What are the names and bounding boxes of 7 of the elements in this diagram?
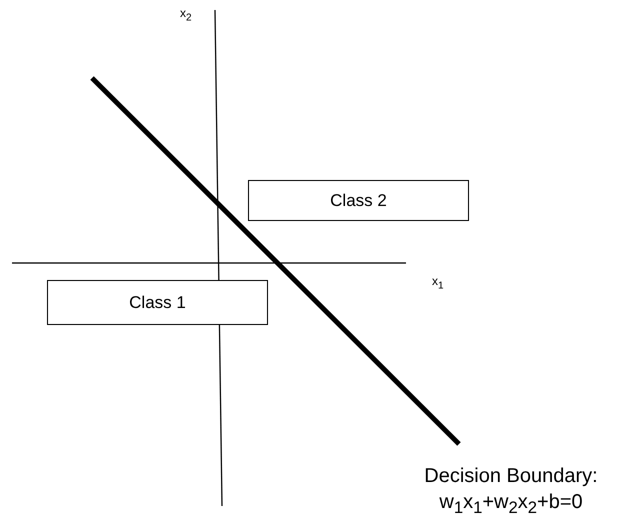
- class-label: Class 1: [129, 292, 186, 312]
- axis-label: x$_{2}$: [180, 6, 193, 24]
- class-label: Class 2: [330, 190, 387, 210]
- equation-caption: Decision Boundary: w$_{1}$x$_{1}$+w$_{2}$x$_{2}$+b=0: [423, 464, 599, 519]
- class-region-box: [248, 180, 469, 221]
- axis-label: x$_{1}$: [432, 274, 445, 292]
- class-region-box: [47, 280, 268, 325]
